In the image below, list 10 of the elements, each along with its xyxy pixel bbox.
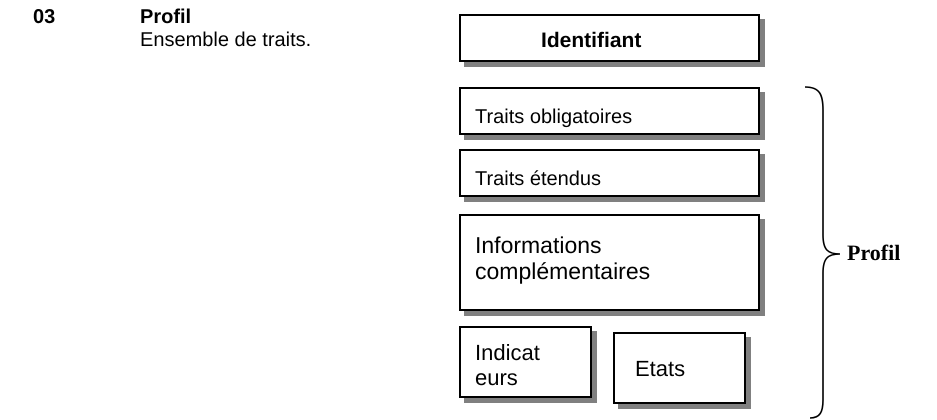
section-number: 03 bbox=[33, 6, 56, 29]
brace-label: Profil bbox=[847, 240, 900, 266]
section-description: Ensemble de traits. bbox=[140, 29, 312, 52]
box-label: Indicateurs bbox=[475, 340, 541, 391]
box-label: Identifiant bbox=[541, 29, 642, 54]
box-label: Traits étendus bbox=[475, 168, 601, 191]
box-label: Informations complémentaires bbox=[475, 232, 652, 285]
section-title: Profil bbox=[140, 6, 192, 29]
box-label: Etats bbox=[635, 356, 686, 382]
box-label: Traits obligatoires bbox=[475, 106, 632, 129]
